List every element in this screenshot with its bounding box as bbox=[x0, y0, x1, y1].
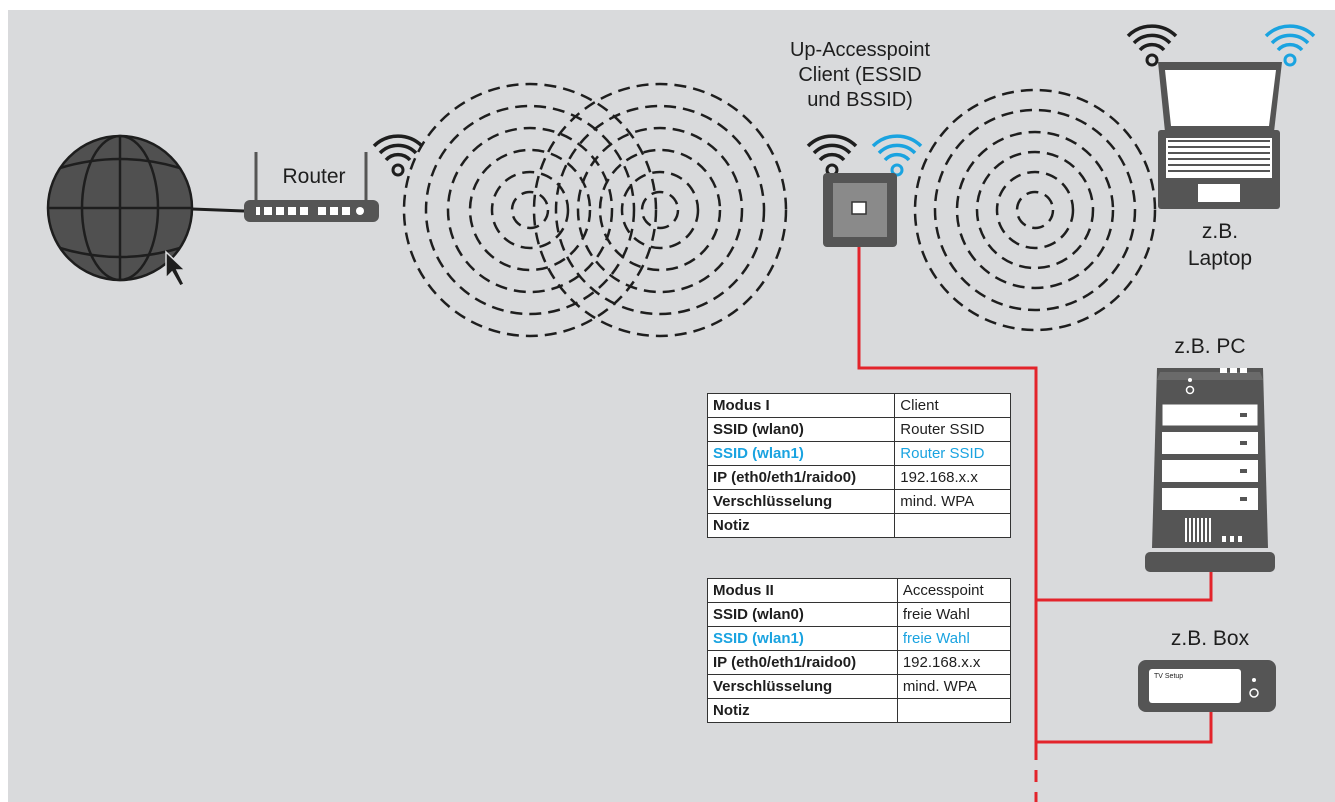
globe-icon bbox=[46, 134, 194, 282]
router-label: Router bbox=[282, 165, 346, 188]
row-value: mind. WPA bbox=[894, 489, 1011, 514]
row-value bbox=[894, 513, 1011, 538]
row-key: SSID (wlan1) bbox=[707, 626, 898, 651]
laptop-icon bbox=[1158, 62, 1282, 209]
pc-label: z.B. PC bbox=[1174, 335, 1246, 358]
wifi-icon bbox=[871, 134, 923, 177]
accesspoint-icon bbox=[823, 173, 897, 247]
ethernet-cables bbox=[857, 247, 1213, 802]
row-value: Client bbox=[894, 393, 1011, 418]
accesspoint-label: Up-Accesspoint Client (ESSID und BSSID) bbox=[760, 38, 960, 113]
row-key: Verschlüsselung bbox=[706, 489, 896, 514]
row-key: SSID (wlan0) bbox=[707, 602, 898, 627]
table-row: IP (eth0/eth1/raido0)192.168.x.x bbox=[707, 650, 1012, 675]
wifi-icon bbox=[806, 134, 858, 177]
set-top-box-icon bbox=[1138, 660, 1276, 712]
table-row: Notiz bbox=[706, 513, 1011, 538]
router-icon bbox=[244, 152, 379, 222]
wifi-icon bbox=[1264, 24, 1316, 67]
table-row: SSID (wlan0)Router SSID bbox=[706, 417, 1011, 442]
row-value: mind. WPA bbox=[896, 674, 1012, 699]
row-key: SSID (wlan0) bbox=[706, 417, 896, 442]
accesspoint-label-line1: Up-Accesspoint bbox=[789, 39, 931, 61]
table-row: SSID (wlan0)freie Wahl bbox=[707, 602, 1012, 627]
accesspoint-label-line2: Client (ESSID bbox=[798, 64, 922, 86]
row-key: Modus II bbox=[707, 578, 898, 603]
wifi-signal-range bbox=[402, 82, 1157, 338]
row-key: IP (eth0/eth1/raido0) bbox=[707, 650, 898, 675]
box-screen-label: TV Setup bbox=[1154, 673, 1184, 680]
row-key: Modus I bbox=[706, 393, 896, 418]
laptop-label-line2: Laptop bbox=[1187, 247, 1253, 270]
row-value: 192.168.x.x bbox=[894, 465, 1011, 490]
box-label: z.B. Box bbox=[1170, 627, 1250, 650]
row-key: SSID (wlan1) bbox=[706, 441, 896, 466]
table-row: SSID (wlan1)Router SSID bbox=[706, 441, 1011, 466]
row-key: Notiz bbox=[706, 513, 896, 538]
row-key: Verschlüsselung bbox=[707, 674, 898, 699]
row-value: Router SSID bbox=[894, 441, 1011, 466]
laptop-label: z.B. Laptop bbox=[1180, 218, 1260, 272]
wifi-icon bbox=[372, 134, 424, 177]
laptop-label-line1: z.B. bbox=[1201, 220, 1239, 243]
row-value: Router SSID bbox=[894, 417, 1011, 442]
cursor-icon bbox=[165, 250, 187, 287]
table-row: SSID (wlan1)freie Wahl bbox=[707, 626, 1012, 651]
wifi-icon bbox=[1126, 24, 1178, 67]
internet-cable bbox=[191, 207, 245, 213]
table-row: IP (eth0/eth1/raido0)192.168.x.x bbox=[706, 465, 1011, 490]
accesspoint-label-line3: und BSSID) bbox=[807, 89, 913, 111]
row-value: Accesspoint bbox=[896, 578, 1012, 603]
row-key: Notiz bbox=[707, 698, 898, 723]
diagram-background bbox=[8, 10, 1335, 802]
row-value: freie Wahl bbox=[896, 626, 1012, 651]
row-value: freie Wahl bbox=[896, 602, 1012, 627]
row-key: IP (eth0/eth1/raido0) bbox=[706, 465, 896, 490]
row-value: 192.168.x.x bbox=[896, 650, 1012, 675]
pc-tower-icon bbox=[1145, 368, 1275, 572]
table-row: Notiz bbox=[707, 698, 1012, 723]
row-value bbox=[896, 698, 1012, 723]
